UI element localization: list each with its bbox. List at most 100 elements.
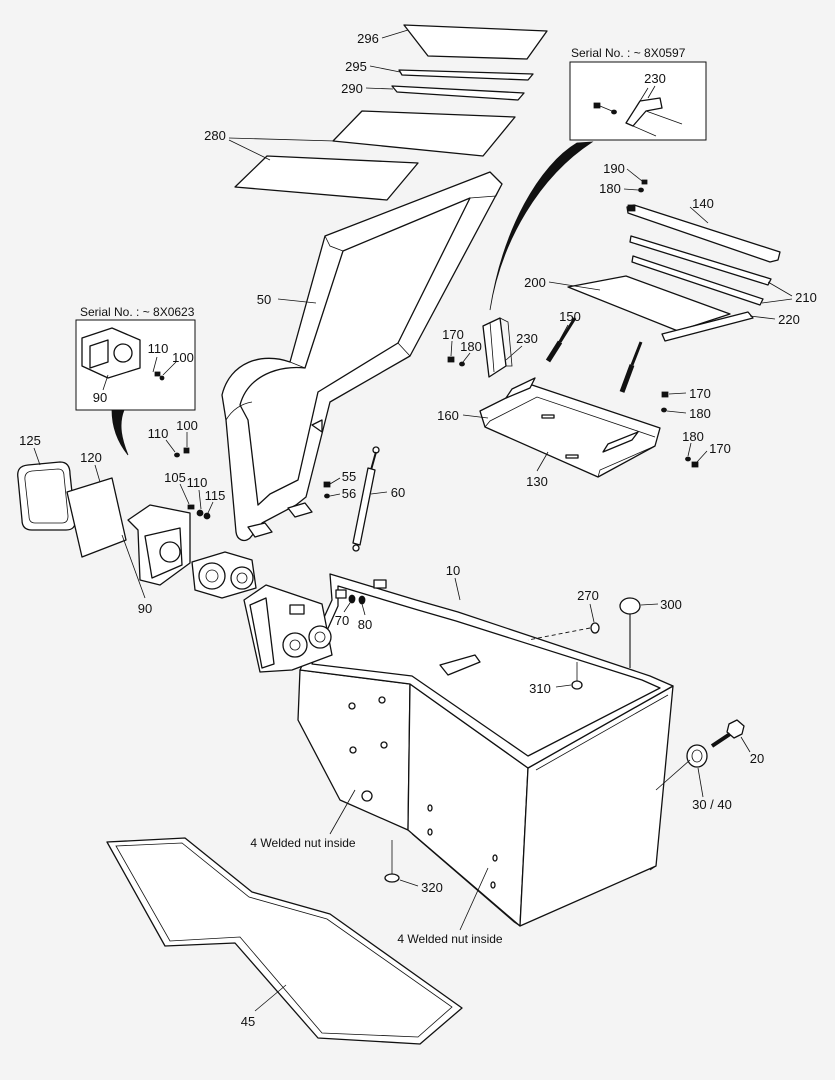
- leader-90-box: [102, 374, 109, 391]
- leader-190: [626, 168, 643, 182]
- callout: 20: [750, 751, 764, 766]
- callout: 105: [164, 470, 186, 485]
- cover-125-inner: [24, 468, 69, 524]
- strip-140-clip: [627, 204, 636, 212]
- screw-105: [187, 504, 195, 510]
- strip-210-upper: [629, 235, 772, 286]
- leader-295: [369, 65, 401, 73]
- leader-125: [33, 447, 41, 466]
- strip-295-shape: [398, 69, 534, 81]
- detail-sweep-right: [489, 141, 594, 311]
- screw-190: [641, 179, 648, 185]
- valve-block: [243, 584, 366, 673]
- gas-spring-60: [323, 446, 380, 552]
- callout: 300: [660, 597, 682, 612]
- callout: 170: [689, 386, 711, 401]
- washer-detail: [159, 375, 165, 381]
- leader-45: [254, 984, 287, 1012]
- serial-box-8x0623: [75, 319, 196, 411]
- valve-block-port-inner: [314, 631, 326, 643]
- callout: 290: [341, 81, 363, 96]
- callout: 110: [187, 475, 208, 490]
- leader-30-40: [697, 767, 704, 798]
- callout: 120: [80, 450, 102, 465]
- pump-port-inner: [205, 569, 219, 583]
- gas-strut-150: [545, 317, 643, 393]
- leader-105: [179, 483, 190, 505]
- leader-200: [548, 281, 601, 291]
- callout: 295: [345, 59, 367, 74]
- knob-30-40-ring: [691, 749, 703, 763]
- callout: 110: [148, 426, 169, 441]
- callout: 80: [358, 617, 372, 632]
- leader-320: [399, 879, 419, 887]
- bolt-20: [710, 719, 745, 748]
- leader-80: [361, 603, 366, 616]
- leader-180-right: [666, 410, 687, 414]
- leader-110: [165, 439, 176, 453]
- welded-nut-hole: [490, 881, 496, 889]
- pump-port: [198, 562, 226, 590]
- frame-50: [221, 171, 503, 542]
- note-welded-nut-left: 4 Welded nut inside: [250, 836, 356, 850]
- leader-100-box: [162, 361, 177, 376]
- gas-spring-60-rod: [370, 451, 377, 471]
- mat-45-inner: [115, 842, 453, 1038]
- leader-110-box: [152, 356, 158, 373]
- pump-port: [230, 566, 254, 590]
- plate-160-shape: [479, 384, 661, 478]
- bracket-90: [127, 447, 211, 586]
- callout: 140: [692, 196, 714, 211]
- callout: 180: [599, 181, 621, 196]
- callout: 125: [19, 433, 41, 448]
- callout: 110: [148, 341, 169, 356]
- callout: 150: [559, 309, 581, 324]
- leader-310: [555, 684, 572, 688]
- frame-50-opening: [239, 197, 471, 506]
- frame-50-tab: [311, 419, 323, 433]
- leader-10: [454, 577, 461, 601]
- leader-120: [94, 464, 101, 483]
- washer-180: [685, 456, 691, 462]
- nut-115: [203, 512, 211, 520]
- screw-detail: [154, 371, 161, 377]
- body-10-clip: [335, 589, 347, 599]
- knob-300: [619, 597, 641, 668]
- callout: 180: [460, 339, 482, 354]
- screw-55: [323, 481, 331, 488]
- serial-note-8x0623: Serial No. : ~ 8X0623: [80, 305, 195, 319]
- screw-170: [691, 461, 699, 468]
- panel-296-shape: [403, 24, 548, 60]
- callout: 10: [446, 563, 460, 578]
- frame-50-hinge: [287, 502, 313, 518]
- knob-300-head: [619, 597, 641, 615]
- washer-180: [638, 187, 644, 193]
- leader-170: [450, 340, 453, 357]
- leader-270: [589, 603, 595, 623]
- callout: 30 / 40: [692, 797, 732, 812]
- leader-170-right: [668, 392, 687, 395]
- callout: 56: [342, 486, 356, 501]
- callout: 45: [241, 1014, 255, 1029]
- plate-160-edge: [484, 396, 656, 478]
- body-10: [297, 573, 674, 927]
- callout-labels: 296 295 290 280 230 190 180 140 210 200 …: [19, 31, 817, 1029]
- leader-180: [623, 188, 639, 191]
- serial-box-8x0597: [569, 61, 707, 141]
- leader-300: [640, 603, 659, 606]
- callout: 115: [205, 488, 226, 503]
- strip-220: [661, 311, 754, 342]
- leader-60: [370, 491, 388, 495]
- callout: 310: [529, 681, 551, 696]
- callout: 130: [526, 474, 548, 489]
- strip-290: [391, 85, 525, 101]
- knob-30-40-shape: [686, 744, 708, 768]
- welded-nut-hole: [427, 804, 433, 812]
- leader-115: [207, 501, 214, 514]
- bracket-230-edge: [489, 317, 513, 373]
- panel-200-shape: [567, 275, 731, 332]
- plate-160-slot: [565, 454, 579, 459]
- welded-nut-hole: [492, 854, 498, 862]
- leader-welded-nut-left: [329, 789, 356, 835]
- callout: 220: [778, 312, 800, 327]
